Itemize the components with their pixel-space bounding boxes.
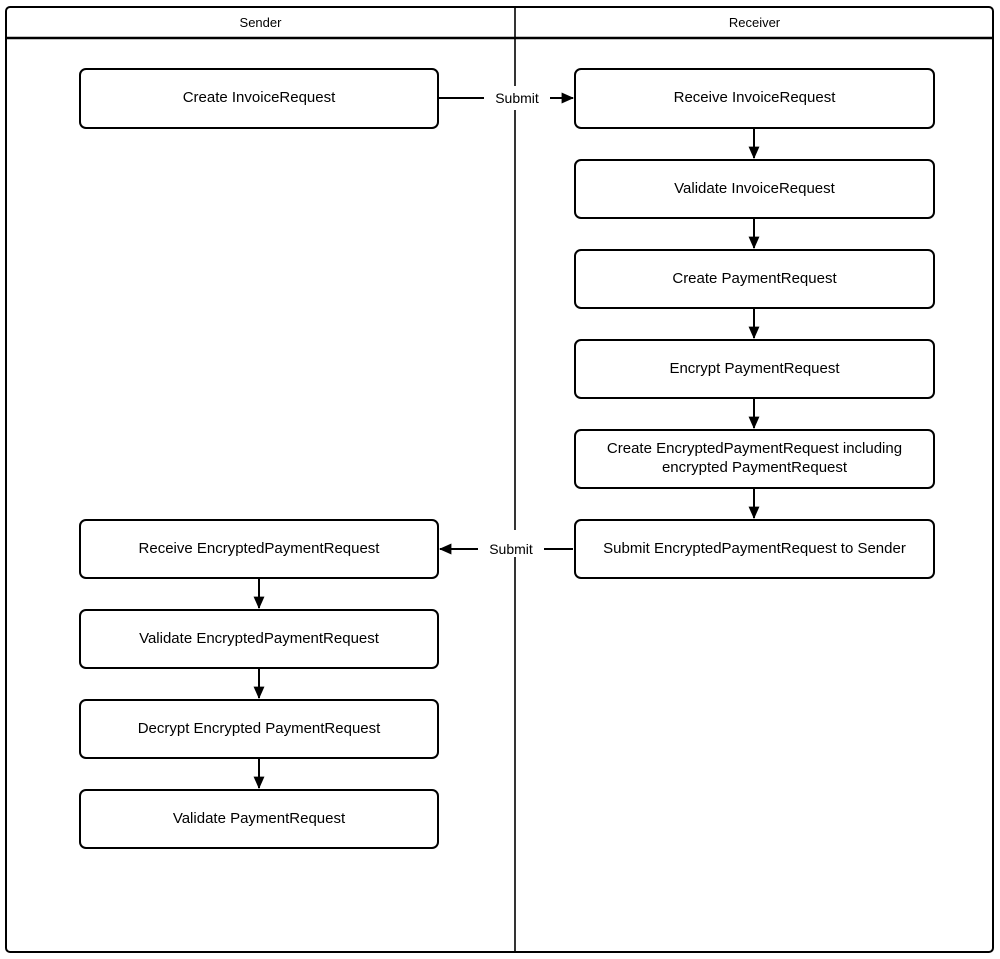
node-create-encryptedpaymentrequest[interactable]: Create EncryptedPaymentRequest including… [574,429,935,489]
node-label: Create EncryptedPaymentRequest including… [606,440,903,476]
node-create-paymentrequest[interactable]: Create PaymentRequest [574,249,935,309]
node-validate-encryptedpaymentrequest[interactable]: Validate EncryptedPaymentRequest [79,609,439,669]
node-label: Receive EncryptedPaymentRequest [138,539,380,557]
node-label: Decrypt Encrypted PaymentRequest [137,719,381,737]
node-label: Create InvoiceRequest [182,89,336,107]
node-label: Validate InvoiceRequest [674,179,835,197]
swimlane-frame [5,6,994,953]
node-label: Encrypt PaymentRequest [669,359,840,377]
node-decrypt-encrypted-paymentrequest[interactable]: Decrypt Encrypted PaymentRequest [79,699,439,759]
node-validate-invoicerequest[interactable]: Validate InvoiceRequest [574,159,935,219]
node-label: Validate PaymentRequest [172,809,346,827]
node-label: Submit EncryptedPaymentRequest to Sender [603,539,906,557]
node-receive-invoicerequest[interactable]: Receive InvoiceRequest [574,68,935,129]
node-encrypt-paymentrequest[interactable]: Encrypt PaymentRequest [574,339,935,399]
node-receive-encryptedpaymentrequest[interactable]: Receive EncryptedPaymentRequest [79,519,439,579]
node-label: Create PaymentRequest [672,269,837,287]
node-label: Validate EncryptedPaymentRequest [139,629,379,647]
edge-label-submit-top: Submit [484,90,550,106]
node-create-invoicerequest[interactable]: Create InvoiceRequest [79,68,439,129]
edge-label-submit-bottom: Submit [478,541,544,557]
node-submit-encryptedpaymentrequest-to-sender[interactable]: Submit EncryptedPaymentRequest to Sender [574,519,935,579]
node-validate-paymentrequest[interactable]: Validate PaymentRequest [79,789,439,849]
node-label: Receive InvoiceRequest [673,89,836,107]
